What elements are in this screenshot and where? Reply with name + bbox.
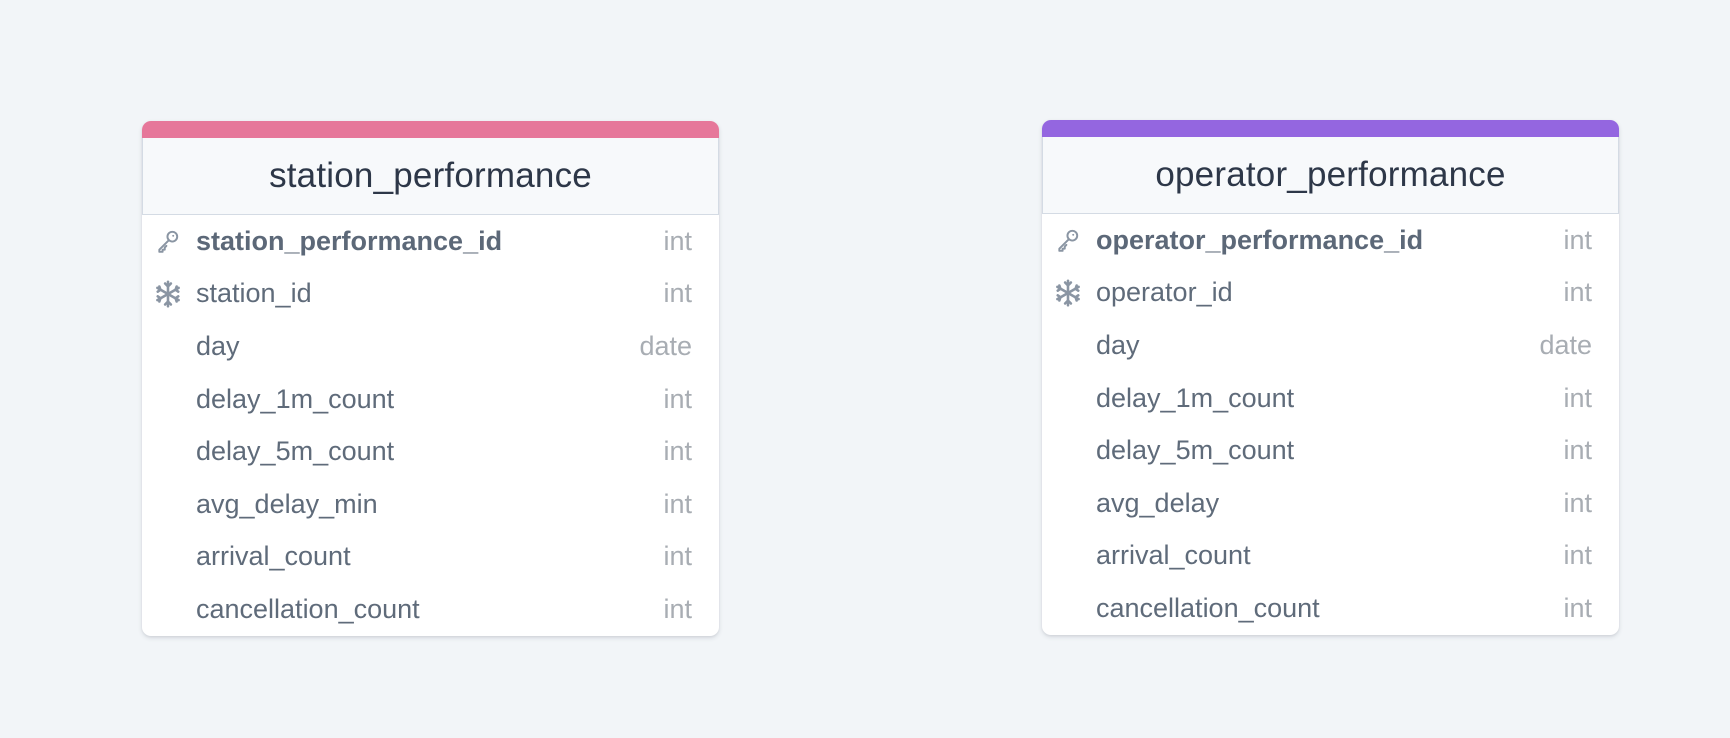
field-name: operator_performance_id <box>1096 224 1424 255</box>
field-row[interactable]: operator_performance_id int <box>1042 214 1619 267</box>
table-station-performance[interactable]: station_performance station_performance_… <box>142 121 719 636</box>
field-type: int <box>1563 540 1592 571</box>
snowflake-icon <box>1053 278 1083 308</box>
field-row[interactable]: cancellation_count int <box>1042 582 1619 635</box>
field-name: avg_delay_min <box>196 488 378 519</box>
table-header[interactable]: operator_performance <box>1042 137 1619 214</box>
field-type: int <box>663 593 692 624</box>
field-name: arrival_count <box>196 541 351 572</box>
field-row[interactable]: delay_1m_count int <box>1042 372 1619 425</box>
field-name: operator_id <box>1096 277 1233 308</box>
field-name: station_id <box>196 278 312 309</box>
field-name: arrival_count <box>1096 540 1251 571</box>
field-type: int <box>663 541 692 572</box>
table-accent-bar <box>1042 120 1619 137</box>
table-operator-performance[interactable]: operator_performance operator_performanc… <box>1042 120 1619 635</box>
field-name: delay_5m_count <box>196 436 395 467</box>
field-row[interactable]: avg_delay_min int <box>142 478 719 531</box>
field-type: int <box>1563 435 1592 466</box>
field-list: station_performance_id int station_id in… <box>142 215 719 636</box>
field-row[interactable]: station_id int <box>142 268 719 321</box>
field-row[interactable]: day date <box>142 320 719 373</box>
field-name: day <box>196 330 240 361</box>
field-row[interactable]: delay_5m_count int <box>1042 424 1619 477</box>
field-row[interactable]: day date <box>1042 319 1619 372</box>
field-name: day <box>1096 329 1140 360</box>
field-row[interactable]: avg_delay int <box>1042 477 1619 530</box>
table-header[interactable]: station_performance <box>142 138 719 215</box>
field-type: int <box>663 488 692 519</box>
table-accent-bar <box>142 121 719 138</box>
field-row[interactable]: cancellation_count int <box>142 583 719 636</box>
field-row[interactable]: arrival_count int <box>142 531 719 584</box>
field-name: delay_1m_count <box>1096 382 1295 413</box>
field-type: int <box>663 278 692 309</box>
key-icon <box>1053 225 1083 255</box>
key-icon <box>153 226 183 256</box>
field-name: delay_1m_count <box>196 383 395 414</box>
field-name: station_performance_id <box>196 225 503 256</box>
field-name: delay_5m_count <box>1096 435 1295 466</box>
field-row[interactable]: station_performance_id int <box>142 215 719 268</box>
field-row[interactable]: operator_id int <box>1042 267 1619 320</box>
field-type: int <box>1563 382 1592 413</box>
field-name: cancellation_count <box>1096 592 1320 623</box>
field-type: int <box>1563 224 1592 255</box>
field-list: operator_performance_id int operator_id … <box>1042 214 1619 635</box>
field-type: int <box>663 436 692 467</box>
field-type: int <box>663 225 692 256</box>
field-type: int <box>1563 592 1592 623</box>
field-type: int <box>663 383 692 414</box>
table-title: station_performance <box>269 156 592 195</box>
field-type: date <box>1539 329 1592 360</box>
table-title: operator_performance <box>1155 155 1506 194</box>
field-row[interactable]: delay_1m_count int <box>142 373 719 426</box>
field-type: int <box>1563 487 1592 518</box>
field-row[interactable]: delay_5m_count int <box>142 425 719 478</box>
field-type: date <box>639 330 692 361</box>
field-row[interactable]: arrival_count int <box>1042 530 1619 583</box>
field-type: int <box>1563 277 1592 308</box>
field-name: cancellation_count <box>196 593 420 624</box>
snowflake-icon <box>153 279 183 309</box>
field-name: avg_delay <box>1096 487 1220 518</box>
